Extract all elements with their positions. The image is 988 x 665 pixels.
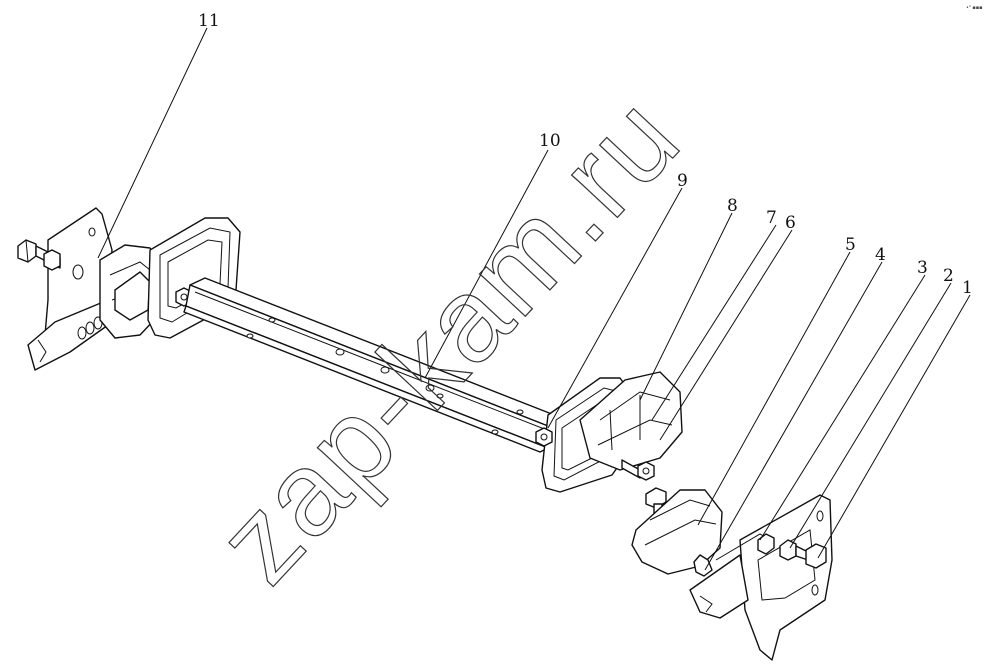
callout-9: 9	[677, 171, 688, 191]
callout-3: 3	[917, 258, 928, 278]
right-rubber-cushion	[579, 371, 683, 471]
callout-6: 6	[785, 213, 796, 233]
corner-mark: •ᴵᴵ ▪▪▪	[966, 5, 983, 11]
left-rubber-cushion	[99, 244, 161, 339]
cross-member-tube	[183, 277, 563, 453]
right-bolts	[757, 533, 827, 569]
callout-2: 2	[943, 266, 954, 286]
right-isolator	[631, 487, 723, 577]
left-bolt	[17, 239, 61, 271]
right-small-bolt	[621, 459, 655, 481]
callout-8: 8	[727, 196, 738, 216]
callout-4: 4	[875, 245, 886, 265]
callout-11: 11	[198, 11, 220, 31]
callout-7: 7	[766, 208, 777, 228]
callout-10: 10	[539, 131, 561, 151]
callout-labels: 11 10 9 8 7 6 5 4 3 2 1	[198, 11, 973, 298]
callout-1: 1	[962, 278, 973, 298]
leader-lines	[97, 27, 971, 571]
callout-5: 5	[845, 235, 856, 255]
